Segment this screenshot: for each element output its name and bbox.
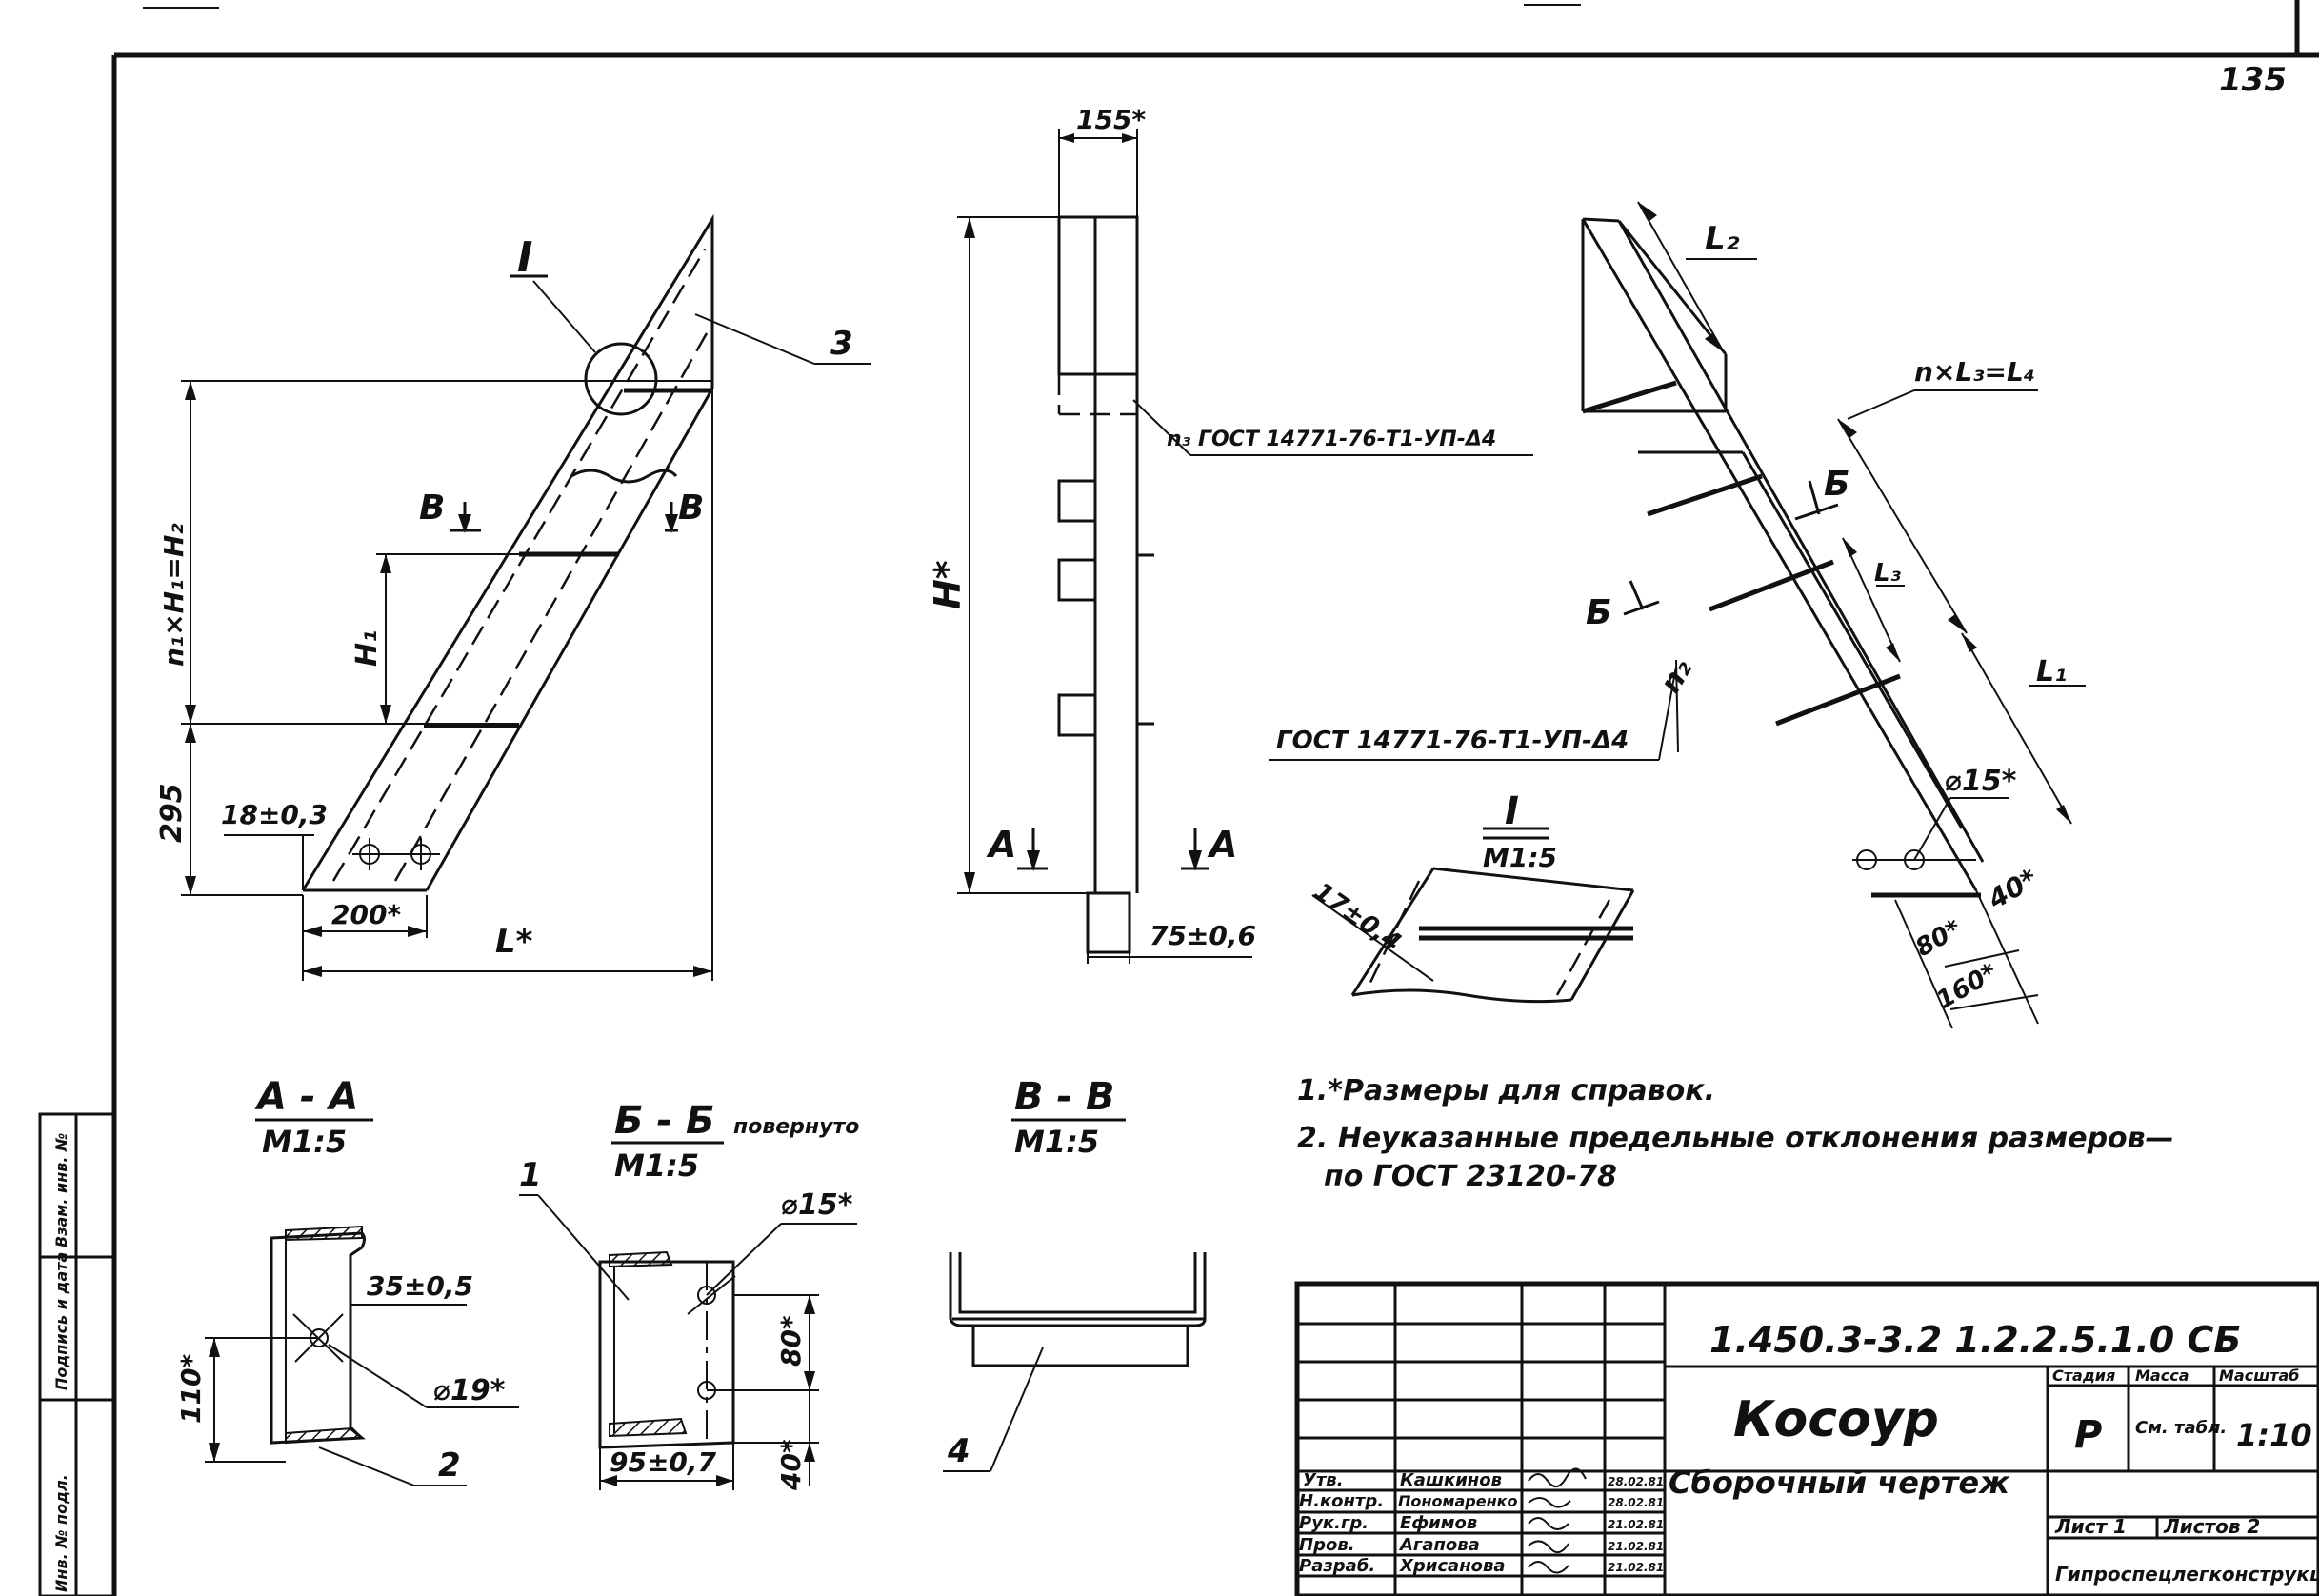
section-BB-note: повернуто (733, 1115, 859, 1139)
dim-110: 110* (175, 1354, 207, 1424)
section-AA-title: А - А (254, 1075, 358, 1119)
stamp-inv-original: Инв. № подл. (52, 1474, 70, 1592)
section-mark-B-lower: Б (1586, 593, 1611, 632)
title-name: Косоур (1733, 1391, 1939, 1448)
section-VV-scale: М1:5 (1014, 1124, 1099, 1160)
weld-note-railing: ГОСТ 14771-76-Т1-УП-Δ4 (1276, 727, 1629, 755)
dim-L1: L₁ (2036, 655, 2067, 688)
mass-value: См. табл. (2135, 1418, 2227, 1438)
sig-role-4: Разраб. (1299, 1556, 1375, 1576)
stringer-side-view: I 3 В В n₁×H₁=H₂ 295 H₁ (155, 213, 871, 981)
dim-d15-railing: ⌀15* (1945, 765, 2017, 798)
section-mark-V-left: В (419, 489, 445, 528)
section-AA-callout: 2 (438, 1446, 461, 1485)
note-2: 2. Неуказанные предельные отклонения раз… (1297, 1122, 2174, 1155)
dim-18: 18±0,3 (221, 799, 328, 830)
side-stamp: Взам. инв. № Подпись и дата Инв. № подл. (38, 1112, 116, 1596)
section-mark-B-upper: Б (1824, 465, 1849, 504)
detail-I-dim: 17±0,4 (1309, 877, 1406, 957)
dim-H1: H₁ (350, 630, 384, 667)
sheet-number: 135 (2219, 61, 2287, 99)
stamp-signature-date: Подпись и дата (52, 1252, 70, 1390)
section-VV-callout: 4 (947, 1432, 970, 1470)
dim-295: 295 (155, 783, 189, 843)
section-A-A: А - А М1:5 35±0,5 110* ⌀19* 2 (175, 1075, 519, 1486)
section-VV-title: В - В (1014, 1075, 1114, 1119)
sig-date-3: 21.02.81 (1608, 1540, 1664, 1553)
stage-label: Стадия (2052, 1367, 2115, 1385)
dim-80-section: 80* (775, 1315, 807, 1367)
dim-d15-section: ⌀15* (781, 1188, 853, 1222)
scale-label: Масштаб (2219, 1367, 2299, 1385)
dim-L2: L₂ (1705, 220, 1740, 258)
section-mark-V-right: В (678, 489, 704, 528)
sig-date-4: 21.02.81 (1608, 1561, 1664, 1574)
dim-40-railing: 40* (1982, 863, 2043, 916)
dim-40-section: 40* (775, 1439, 807, 1491)
stamp-replace-inv: Взам. инв. № (52, 1133, 70, 1247)
sig-name-1: Пономаренко (1398, 1492, 1518, 1510)
sig-role-3: Пров. (1299, 1535, 1355, 1555)
organization: Гипроспецлегконструкция (2055, 1563, 2319, 1586)
title-subtitle: Сборочный чертеж (1669, 1465, 2010, 1501)
dim-95: 95±0,7 (610, 1446, 717, 1478)
sig-name-3: Агапова (1398, 1535, 1480, 1555)
weld-note-front: n₃ ГОСТ 14771-76-Т1-УП-Δ4 (1167, 428, 1496, 451)
title-block: 1.450.3-3.2 1.2.2.5.1.0 СБ Косоур Сбороч… (1294, 1281, 2319, 1596)
dim-L3: L₃ (1874, 559, 1902, 588)
detail-I-scale: М1:5 (1483, 842, 1557, 873)
sig-name-4: Хрисанова (1399, 1556, 1506, 1576)
section-BB-callout: 1 (519, 1156, 542, 1194)
section-BB-title: Б - Б (614, 1099, 714, 1143)
scale-value: 1:10 (2236, 1417, 2312, 1453)
detail-I: I М1:5 17±0,4 (1309, 789, 1635, 1004)
mass-label: Масса (2135, 1367, 2189, 1385)
section-V-V: В - В М1:5 4 (943, 1075, 1207, 1472)
sig-date-1: 28.02.81 (1608, 1496, 1664, 1509)
dim-155: 155* (1076, 104, 1146, 135)
notes-block: 1.*Размеры для справок. 2. Неуказанные п… (1297, 1074, 2174, 1193)
note-3: по ГОСТ 23120-78 (1324, 1160, 1617, 1193)
sig-name-2: Ефимов (1400, 1513, 1477, 1533)
signature-scribble (1528, 1467, 1587, 1574)
sig-date-2: 21.02.81 (1608, 1518, 1664, 1531)
railing-view: L₂ Б Б n×L₃=L₄ L₃ n₂ L₁ ГОСТ 14771-76-Т1… (1269, 201, 2086, 1029)
callout-3: 3 (830, 325, 853, 363)
dim-75: 75±0,6 (1150, 920, 1256, 951)
section-B-B: Б - Б повернуто М1:5 1 ⌀15* 80* 40* (519, 1099, 859, 1491)
detail-I-title: I (1505, 789, 1519, 833)
dim-nL3-L4: n×L₃=L₄ (1914, 356, 2035, 388)
stage-value: Р (2074, 1413, 2102, 1457)
dim-d19: ⌀19* (433, 1374, 506, 1407)
dim-200: 200* (331, 899, 401, 930)
section-AA-scale: М1:5 (262, 1124, 347, 1160)
note-1: 1.*Размеры для справок. (1297, 1074, 1715, 1107)
sig-role-0: Утв. (1303, 1470, 1344, 1490)
dim-n1-H1: n₁×H₁=H₂ (158, 523, 190, 667)
stringer-front-view: 155* H* n₃ ГОСТ 14771-76-Т1-УП-Δ4 А А 75… (927, 104, 1533, 964)
dim-n2: n₂ (1654, 654, 1700, 699)
section-mark-A-right: А (1207, 824, 1237, 866)
title-designation: 1.450.3-3.2 1.2.2.5.1.0 СБ (1709, 1319, 2241, 1361)
sig-date-0: 28.02.81 (1608, 1475, 1664, 1488)
sig-role-1: Н.контр. (1299, 1491, 1384, 1511)
dim-L: L* (495, 923, 533, 961)
dim-H: H* (927, 560, 969, 609)
section-BB-scale: М1:5 (614, 1147, 699, 1184)
section-mark-A-left: А (986, 824, 1016, 866)
sheets-value: Листов 2 (2163, 1515, 2260, 1538)
dim-35: 35±0,5 (367, 1270, 473, 1302)
callout-I: I (517, 233, 532, 282)
sheet-value: Лист 1 (2054, 1515, 2127, 1538)
sig-name-0: Кашкинов (1400, 1470, 1502, 1490)
sig-role-2: Рук.гр. (1299, 1513, 1369, 1533)
